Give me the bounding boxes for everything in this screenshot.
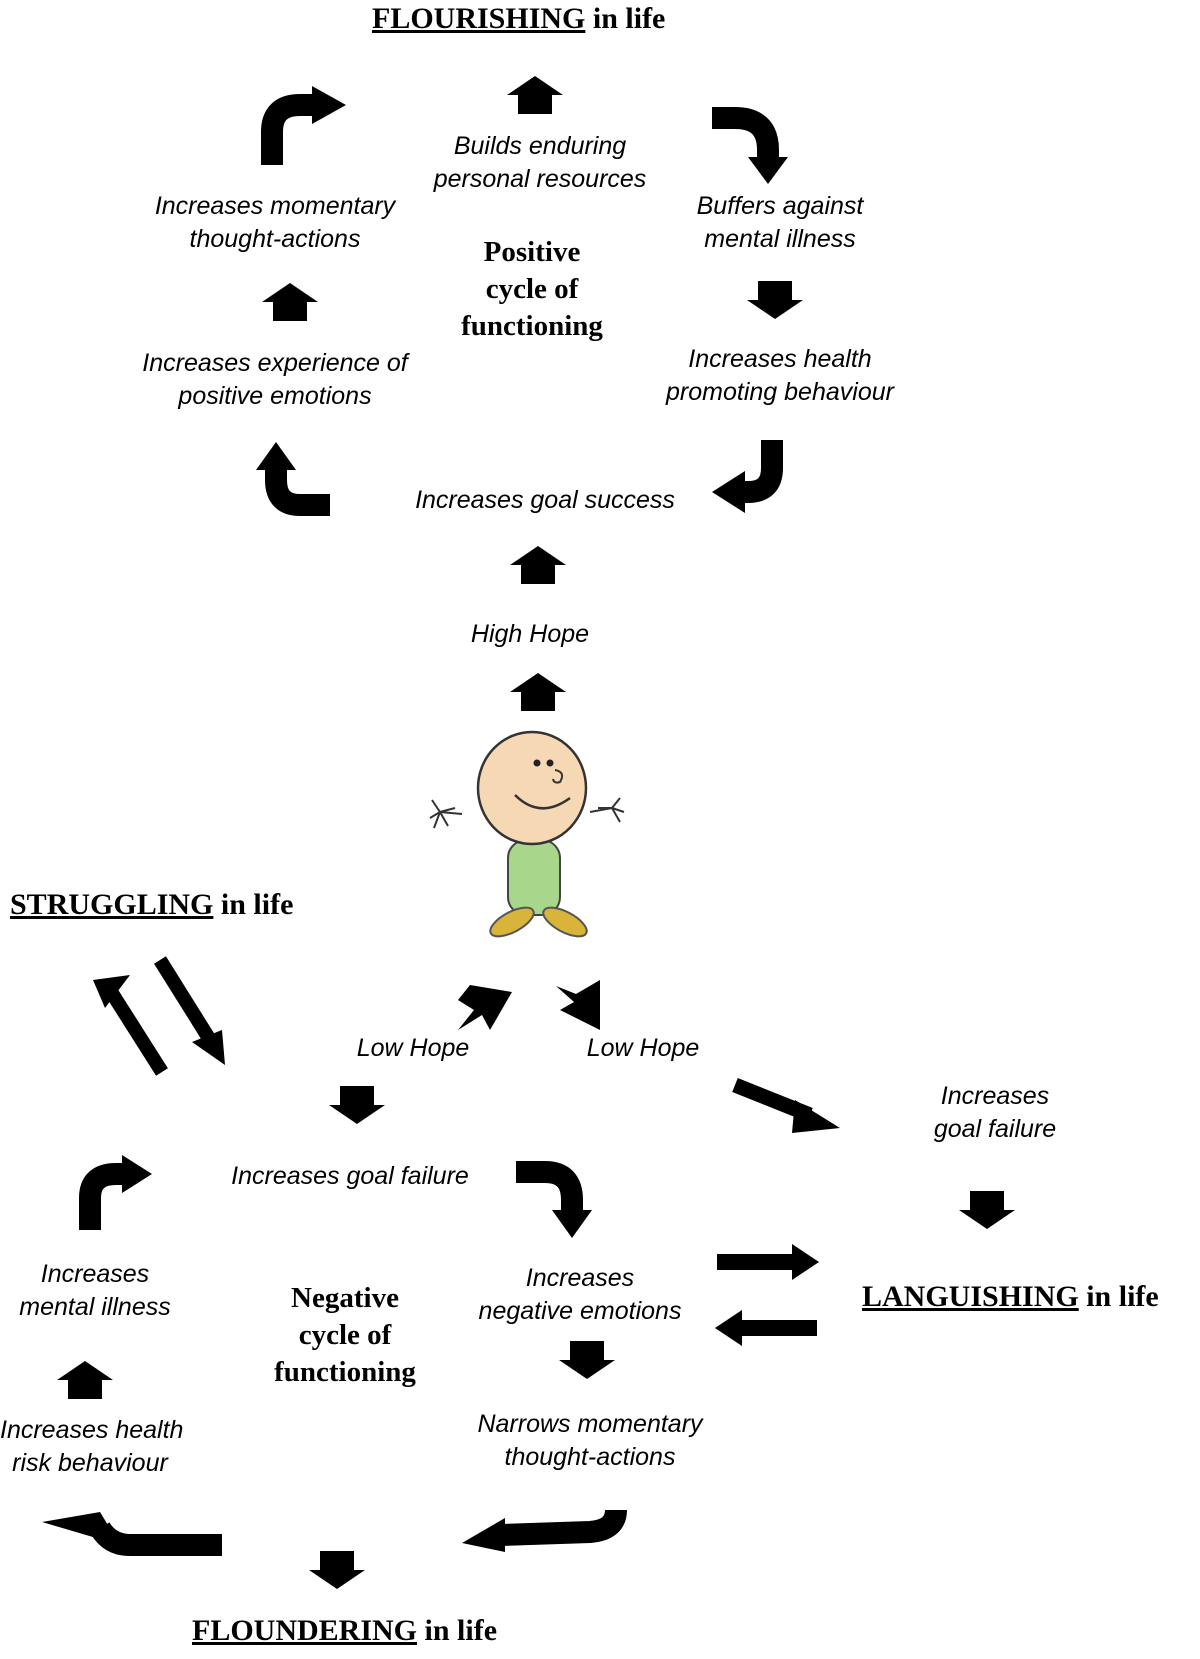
negative-emotions-line-2: negative emotions [478,1297,682,1325]
flourishing-rest: in life [585,2,666,35]
buffers-line-1: Buffers against [696,192,864,220]
struggling-label: STRUGGLING in life [10,888,293,922]
mental-illness-line-1: Increases [40,1260,150,1288]
health-promoting-label: Increases health promoting behaviour [650,343,910,409]
languish-goal-failure-line-2: goal failure [933,1115,1057,1143]
positive-cycle-line-1: Positive [483,236,581,268]
curve-arrow-mid-right-head [712,471,745,513]
negative-cycle-line-3: functioning [274,1356,416,1388]
arrow-to-languish-path [732,1078,840,1133]
figure-body [507,839,561,916]
figure-left-foot [489,906,535,938]
positive-cycle-title: Positive cycle of functioning [448,234,616,345]
buffers-line-2: mental illness [704,225,856,253]
curve-arrow-mid-left [265,468,330,516]
negative-emotions-label: Increases negative emotions [465,1262,695,1328]
arrow-down-narrows [559,1341,615,1379]
curve-arrow-mid-right [742,440,783,503]
health-promoting-line-2: promoting behaviour [666,378,894,406]
narrows-line-1: Narrows momentary [477,1410,703,1438]
negative-cycle-line-2: cycle of [298,1319,392,1351]
arrow-down-floundering [309,1551,365,1589]
curve-arrow-top-right [712,107,779,160]
buffers-label: Buffers against mental illness [660,190,900,256]
health-promoting-line-1: Increases health [688,345,872,373]
high-hope-label: High Hope [470,620,590,648]
languishing-label: LANGUISHING in life [862,1280,1159,1314]
arrow-down-health [747,281,803,319]
arrow-up-momentary [262,283,318,321]
mental-illness-line-2: mental illness [19,1293,171,1321]
struggling-rest: in life [213,888,294,921]
builds-resources-label: Builds enduring personal resources [420,130,660,196]
child-figure [429,730,625,938]
languishing-key: LANGUISHING [862,1280,1079,1313]
arrow-right-to-languishing [717,1244,819,1280]
momentary-thought-line-1: Increases momentary [154,192,396,220]
arrow-up-to-flourishing [507,76,563,114]
arrow-low-hope-left [458,985,512,1030]
health-risk-label: Increases health risk behaviour [0,1414,184,1480]
flourishing-label: FLOURISHING in life [372,2,665,36]
negative-cycle-title: Negative cycle of functioning [255,1280,435,1391]
health-risk-line-2: risk behaviour [12,1449,168,1477]
curve-arrow-neg-top-left-head [122,1155,152,1193]
momentary-thought-label: Increases momentary thought-actions [145,190,405,256]
curve-arrow-mid-left-head [256,442,296,470]
arrow-down-languish [959,1191,1015,1229]
arrow-up-mental-illness [57,1361,113,1399]
figure-head [476,730,588,846]
positive-emotions-label: Increases experience of positive emotion… [130,347,420,413]
positive-emotions-line-1: Increases experience of [142,349,408,377]
arrow-down-goal-failure [329,1086,385,1124]
floundering-label: FLOUNDERING in life [192,1614,497,1648]
curve-arrow-neg-top-right-head [552,1210,592,1238]
positive-emotions-line-2: positive emotions [178,382,372,410]
arrow-left-from-languishing [715,1310,817,1346]
goal-failure-label: Increases goal failure [231,1162,469,1190]
negative-cycle-line-1: Negative [291,1282,399,1314]
figure-right-foot [542,906,588,938]
curve-arrow-top-right-head [748,157,788,184]
floundering-rest: in life [417,1614,498,1647]
curve-arrow-neg-top-right [516,1161,583,1212]
curve-arrow-neg-top-left [79,1163,125,1230]
positive-cycle-line-3: functioning [461,310,603,342]
languishing-rest: in life [1078,1280,1159,1313]
mental-illness-label: Increases mental illness [10,1258,180,1324]
curve-arrow-neg-bottom-right-head [462,1518,505,1552]
arrows-struggling [93,956,225,1076]
curve-arrow-neg-bottom-left-head [42,1512,120,1545]
builds-resources-line-1: Builds enduring [453,132,627,160]
goal-success-label: Increases goal success [415,486,675,514]
struggling-key: STRUGGLING [10,888,214,921]
negative-emotions-line-1: Increases [525,1264,635,1292]
narrows-label: Narrows momentary thought-actions [465,1408,715,1474]
languish-goal-failure-label: Increases goal failure [905,1080,1085,1146]
arrow-up-high-hope [510,673,566,711]
curve-arrow-neg-bottom-right [499,1509,627,1546]
positive-cycle-line-2: cycle of [485,273,579,305]
arrow-low-hope-right [556,980,600,1030]
health-risk-line-1: Increases health [0,1416,184,1444]
curve-arrow-top-left [261,94,315,165]
flourishing-key: FLOURISHING [372,2,586,35]
languish-goal-failure-line-1: Increases [940,1082,1050,1110]
builds-resources-line-2: personal resources [433,165,647,193]
low-hope-right-label: Low Hope [586,1034,700,1062]
figure-smile [514,794,571,810]
narrows-line-2: thought-actions [504,1443,676,1471]
momentary-thought-line-2: thought-actions [189,225,361,253]
low-hope-left-label: Low Hope [356,1034,470,1062]
arrow-up-goal-success [510,546,566,584]
curve-arrow-top-left-head [312,86,346,124]
floundering-key: FLOUNDERING [192,1614,418,1647]
